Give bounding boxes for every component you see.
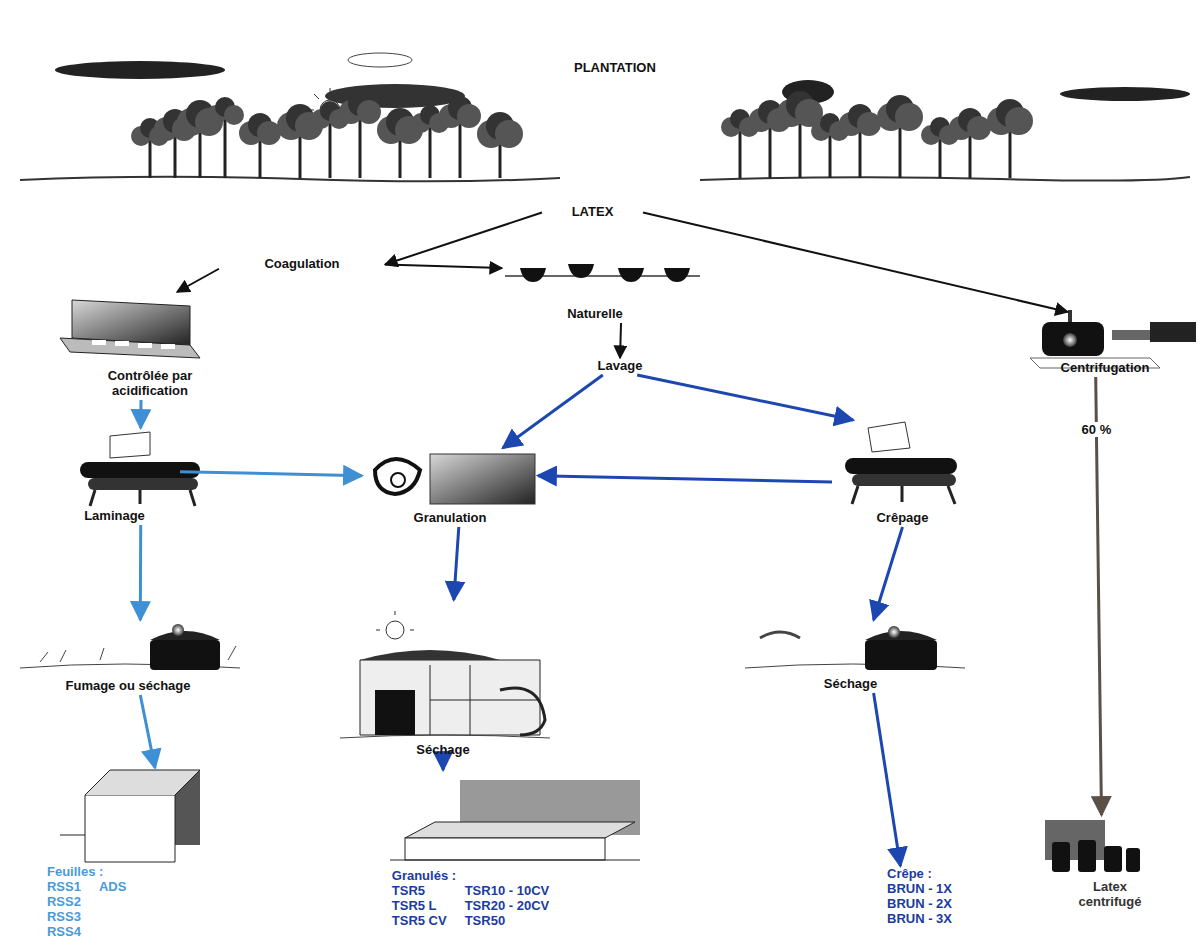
process-step: LATEX [542,204,643,221]
process-step: Granulation [362,448,538,527]
process-step: Latex centrifugé [1025,815,1195,911]
process-step: Granulés :TSR5 TSR10 - 10CV TSR5 L TSR20 - … [382,770,688,930]
flow-arrow [385,265,502,269]
process-step: Crêpage [832,420,973,527]
step-label: Coagulation [219,256,385,271]
flow-arrow [180,472,362,476]
flow-arrow [454,527,459,600]
step-label: Crêpage [832,510,973,525]
process-step: Centrifugation [1012,312,1198,377]
product-heading: Feuilles : [47,864,126,879]
product-grade: RSS4 [47,924,81,939]
step-label: LATEX [542,204,643,219]
flow-arrow [874,693,901,866]
flow-arrow [177,269,219,292]
product-grade: RSS3 [47,909,81,924]
flow-arrow [538,476,832,482]
step-label: Fumage ou séchage [5,678,251,693]
product-grade: TSR50 [465,913,550,928]
step-label: Laminage [49,508,180,523]
process-step: Contrôlée par acidification [60,292,240,400]
product-grade: TSR5 CV [392,913,447,928]
product-grade: TSR5 L [392,898,447,913]
step-label: Contrôlée par acidification [75,368,225,398]
product-grade: ADS [99,879,126,894]
edge-label: 60 % [1080,422,1114,437]
process-step: Coagulation [219,256,385,273]
product-grade: TSR5 [392,883,447,898]
product-grade: RSS1 [47,879,81,894]
product-grade: TSR20 - 20CV [465,898,550,913]
step-label: Séchage [735,676,966,691]
step-label: Granulation [362,510,538,525]
process-step: Laminage [49,428,180,525]
step-label: Lavage [577,358,663,373]
process-step: Fumage ou séchage [5,620,251,695]
product-heading: Granulés : [392,868,549,883]
process-step: Lavage [577,358,663,375]
product-grade: RSS2 [47,894,81,909]
product-heading: Crêpe : [887,866,1033,881]
flow-arrow [637,375,853,420]
product-grade: TSR10 - 10CV [465,883,550,898]
section-label: PLANTATION [574,60,656,75]
flow-arrow [442,759,445,770]
flow-arrow [140,695,155,768]
flow-arrow [1096,377,1102,815]
step-label: Latex centrifugé [1065,879,1155,909]
product-grade: BRUN - 2X [887,896,1033,911]
flow-arrow [643,213,1068,313]
step-label: Centrifugation [1012,360,1198,375]
flow-arrow [874,527,903,620]
process-step: Séchage [335,600,551,759]
product-grade: BRUN - 3X [887,911,1033,926]
flow-arrow [385,213,542,265]
step-label: Séchage [335,742,551,757]
step-label: Naturelle [502,306,688,321]
process-step: Naturelle [502,262,688,323]
process-step: Séchage [735,620,966,693]
flow-arrow [139,525,142,620]
flow-arrow [503,375,603,448]
process-step: Feuilles :RSS1 ADS RSS2RSS3RSS4 [37,768,273,941]
process-step: Crêpe :BRUN - 1XBRUN - 2XBRUN - 3X [877,866,1033,928]
flow-arrow [139,400,142,428]
product-grade: BRUN - 1X [887,881,1033,896]
flow-arrow [620,323,621,358]
